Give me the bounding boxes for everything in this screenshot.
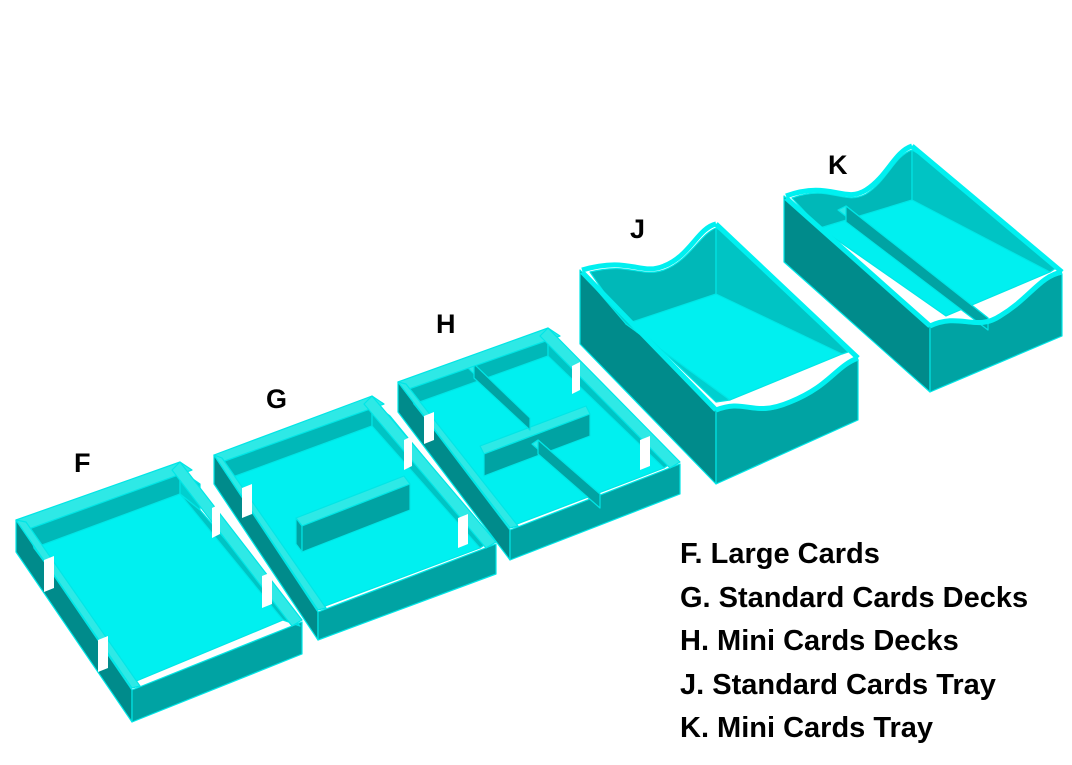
- box-j-back-wall: [589, 227, 717, 325]
- box-f-notch-left: [44, 556, 54, 592]
- legend-item-j: J. Standard Cards Tray: [680, 668, 996, 701]
- box-j-rim-right: [714, 222, 860, 360]
- box-k-back-wall: [791, 149, 913, 229]
- box-k-divider-face: [845, 205, 989, 331]
- legend-item-g: G. Standard Cards Decks: [680, 581, 1029, 614]
- box-j-left-wall: [589, 281, 731, 403]
- label-k: K: [828, 150, 848, 180]
- box-g-notch-right2: [404, 436, 412, 470]
- label-f: F: [74, 448, 91, 478]
- box-h-rim-right: [539, 327, 681, 469]
- box-g-rim-right: [363, 395, 497, 549]
- box-h-notch-right: [640, 436, 650, 470]
- box-k-rim-right: [910, 144, 1064, 274]
- legend-item-k: K. Mini Cards Tray: [680, 712, 934, 744]
- label-g: G: [266, 384, 287, 414]
- box-g-notch-left: [242, 484, 252, 518]
- legend-item-f: F. Large Cards: [680, 538, 880, 570]
- box-h-notch-left: [424, 412, 434, 444]
- box-h-divider-upper-face: [473, 363, 531, 431]
- box-g: [213, 395, 497, 641]
- box-f-front-face: [131, 621, 303, 723]
- box-f-notch-right2: [212, 504, 220, 538]
- box-h-notch-right2: [572, 362, 580, 394]
- box-h-divider-lower-face: [537, 439, 601, 509]
- box-j: [579, 221, 860, 485]
- box-g-front-face: [317, 543, 497, 641]
- box-g-divider-front: [301, 483, 411, 553]
- box-h: [397, 327, 681, 561]
- box-j-rim-back: [581, 221, 717, 273]
- box-k: [783, 143, 1064, 393]
- label-j: J: [630, 214, 645, 244]
- box-g-notch-right: [458, 514, 468, 548]
- box-j-rim-left: [580, 270, 718, 412]
- box-k-rim-left: [784, 196, 932, 328]
- box-k-rim-back: [785, 143, 914, 199]
- label-h: H: [436, 309, 456, 339]
- box-k-rim-front: [928, 269, 1063, 329]
- box-j-rim-front: [715, 355, 859, 413]
- box-h-front-face: [509, 463, 681, 561]
- box-f-notch-front: [98, 636, 108, 672]
- legend: F. Large Cards G. Standard Cards Decks H…: [680, 533, 1028, 751]
- legend-item-h: H. Mini Cards Decks: [680, 625, 959, 657]
- box-f-notch-right: [262, 572, 272, 608]
- box-f: [15, 461, 303, 723]
